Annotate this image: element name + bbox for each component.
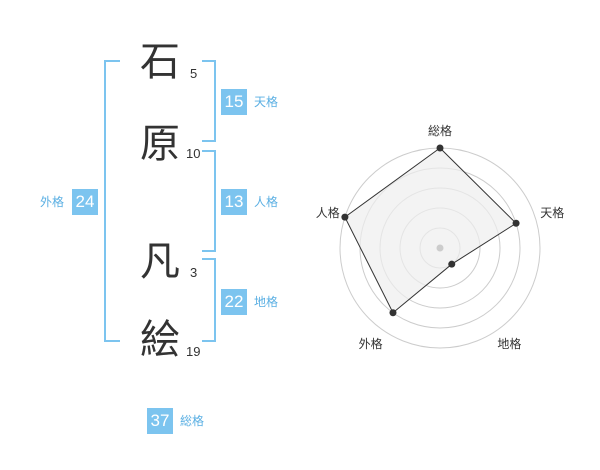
name-char-4: 絵 <box>140 317 180 363</box>
name-char-2: 原 <box>140 121 180 167</box>
stroke-count-3: 3 <box>190 265 198 280</box>
radar-axis-label-4: 外格 <box>358 337 383 352</box>
radar-point-5 <box>341 213 349 221</box>
stroke-count-1: 5 <box>190 66 198 81</box>
radar-axis-label-3: 地格 <box>497 337 522 352</box>
tenkaku-value: 15 <box>221 89 247 115</box>
radar-point-1 <box>436 144 444 152</box>
radar-axis-label-5: 人格 <box>315 205 340 220</box>
tenkaku-bracket <box>202 60 216 142</box>
soukaku-label: 総格 <box>180 414 205 428</box>
radar-point-4 <box>389 309 397 317</box>
radar-center <box>436 244 444 252</box>
radar-point-3 <box>448 260 456 268</box>
soukaku-value: 37 <box>147 408 173 434</box>
tenkaku-label: 天格 <box>254 95 279 109</box>
gaikaku-value: 24 <box>72 189 98 215</box>
name-char-3: 凡 <box>140 239 180 285</box>
chikaku-label: 地格 <box>254 295 279 309</box>
gaikaku-label: 外格 <box>40 195 65 209</box>
radar-point-2 <box>512 219 520 227</box>
stroke-count-4: 19 <box>186 344 201 359</box>
chikaku-value: 22 <box>221 289 247 315</box>
radar-polygon <box>344 147 517 314</box>
jinkaku-label: 人格 <box>254 195 279 209</box>
radar-axis-label-2: 天格 <box>540 205 565 220</box>
radar-axis-label-1: 総格 <box>428 124 453 138</box>
chikaku-bracket <box>202 258 216 342</box>
stroke-count-2: 10 <box>186 146 201 161</box>
jinkaku-bracket <box>202 150 216 252</box>
jinkaku-value: 13 <box>221 189 247 215</box>
name-char-1: 石 <box>140 39 180 85</box>
gaikaku-bracket <box>104 60 120 342</box>
